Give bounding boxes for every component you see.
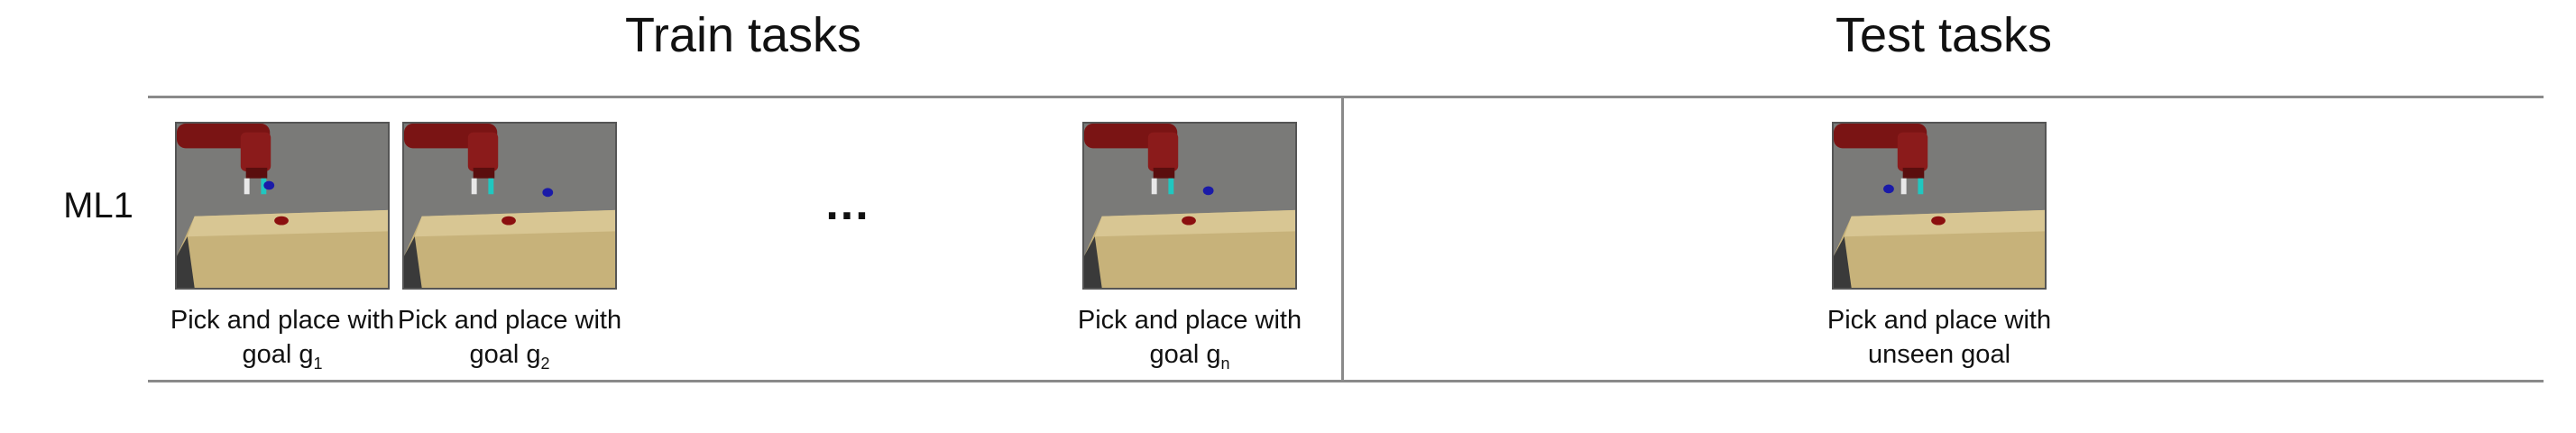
bottom-divider xyxy=(148,380,2544,382)
test-task-caption: Pick and place with unseen goal xyxy=(1826,306,2052,369)
train-task-2-image xyxy=(402,122,617,290)
train-test-separator xyxy=(1341,96,1344,382)
train-task-2-caption: Pick and place with goal g2 xyxy=(397,306,622,373)
train-task-n-caption: Pick and place with goal gn xyxy=(1077,306,1302,373)
test-tasks-header: Test tasks xyxy=(1835,8,2053,62)
test-task-image xyxy=(1832,122,2047,290)
goal-subscript: 2 xyxy=(540,354,550,373)
goal-subscript: 1 xyxy=(313,354,323,373)
top-divider xyxy=(148,96,2544,98)
train-tasks-header: Train tasks xyxy=(624,8,862,62)
ellipsis: ... xyxy=(825,178,870,230)
goal-marker xyxy=(542,188,554,198)
train-task-1-image xyxy=(175,122,390,290)
goal-marker xyxy=(263,180,275,190)
goal-subscript: n xyxy=(1220,354,1230,373)
goal-marker xyxy=(1883,184,1894,194)
row-label-ml1: ML1 xyxy=(63,186,133,226)
train-task-n-image xyxy=(1082,122,1297,290)
goal-marker xyxy=(1202,186,1214,196)
train-task-1-caption: Pick and place with goal g1 xyxy=(170,306,395,373)
